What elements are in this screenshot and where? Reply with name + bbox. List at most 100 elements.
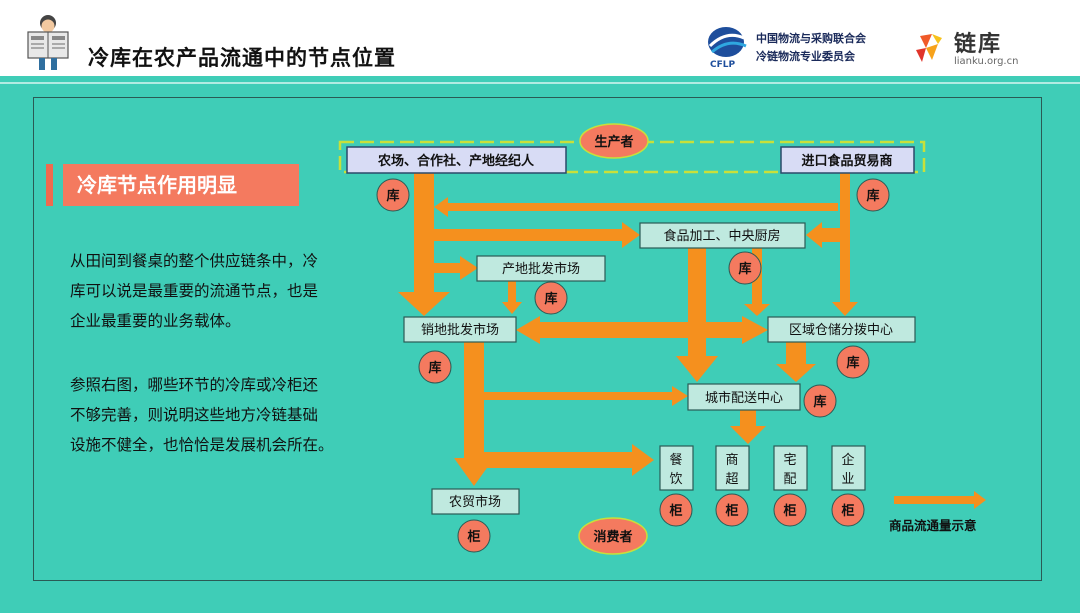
ku-processing: 库	[728, 251, 762, 285]
org-name-line1: 中国物流与采购联合会	[756, 32, 866, 45]
outlet-supermarket-char1: 商	[725, 453, 738, 468]
ku-sales-market: 库	[418, 350, 452, 384]
node-regional-dc: 区域仓储分拨中心	[767, 316, 916, 343]
ku-city-dc-label: 库	[813, 394, 826, 410]
outlet-enterprise: 企 业	[831, 445, 866, 491]
gui-home-delivery: 柜	[773, 493, 807, 527]
arrow-import-to-farm	[434, 197, 838, 217]
arrow-farm-to-sales-market	[398, 172, 450, 316]
legend-label: 商品流通量示意	[889, 518, 977, 533]
content-frame	[33, 97, 1042, 581]
gui-catering-label: 柜	[668, 503, 682, 519]
page-title: 冷库在农产品流通中的节点位置	[88, 46, 396, 70]
paragraph-2-line: 设施不健全，也恰恰是发展机会所在。	[70, 436, 334, 454]
node-origin-market: 产地批发市场	[476, 255, 606, 282]
gui-farmers-market: 柜	[457, 519, 491, 553]
arrow-sales-market-to-farmers-market	[454, 342, 494, 486]
flow-arrows	[398, 172, 986, 509]
node-processing: 食品加工、中央厨房	[639, 222, 806, 249]
ku-city-dc: 库	[803, 384, 837, 418]
gui-supermarket: 柜	[715, 493, 749, 527]
node-farm-label: 农场、合作社、产地经纪人	[377, 153, 535, 169]
node-farmers-market-label: 农贸市场	[449, 494, 501, 510]
outlet-supermarket: 商 超	[715, 445, 750, 491]
gui-supermarket-label: 柜	[724, 503, 738, 519]
paragraph-1-line: 从田间到餐桌的整个供应链条中，冷	[70, 252, 319, 270]
node-city-dc-label: 城市配送中心	[705, 390, 783, 406]
arrow-city-dc-to-outlets	[730, 410, 766, 444]
section-tag: 冷库节点作用明显	[63, 164, 299, 206]
ku-origin-market: 库	[534, 281, 568, 315]
brand-url: lianku.org.cn	[954, 56, 1019, 67]
outlet-home-delivery-char1: 宅	[783, 453, 796, 468]
consumer-label: 消费者	[593, 529, 632, 545]
outlet-home-delivery-char2: 配	[783, 472, 796, 487]
ku-regional-dc-label: 库	[846, 355, 859, 371]
node-sales-market: 销地批发市场	[403, 316, 517, 343]
ku-sales-market-label: 库	[428, 360, 441, 376]
node-origin-market-label: 产地批发市场	[502, 261, 580, 277]
newspaper-reader-icon	[27, 15, 69, 70]
arrow-import-to-processing	[806, 222, 840, 248]
paragraph-1-line: 企业最重要的业务载体。	[70, 312, 241, 330]
gui-catering: 柜	[659, 493, 693, 527]
node-farmers-market: 农贸市场	[431, 488, 520, 515]
gui-home-delivery-label: 柜	[782, 503, 796, 519]
header-divider	[0, 76, 1080, 80]
outlet-supermarket-char2: 超	[725, 472, 738, 487]
svg-text:CFLP: CFLP	[710, 60, 735, 70]
outlet-catering-char1: 餐	[669, 452, 682, 468]
outlet-catering-char2: 饮	[669, 472, 682, 487]
brand-name: 链库	[954, 32, 1003, 57]
arrow-sales-market-regional-dc	[516, 316, 768, 344]
paragraph-1-line: 库可以说是最重要的流通节点，也是	[70, 282, 319, 300]
gui-enterprise: 柜	[831, 493, 865, 527]
node-farm: 农场、合作社、产地经纪人	[346, 146, 567, 174]
ku-farm-label: 库	[386, 188, 399, 204]
tag-accent-bar	[46, 164, 53, 206]
ku-import: 库	[856, 178, 890, 212]
outlet-enterprise-char2: 业	[841, 472, 854, 487]
consumer-badge: 消费者	[578, 517, 648, 555]
paragraph-2-line: 参照右图，哪些环节的冷库或冷柜还	[70, 376, 319, 394]
node-import: 进口食品贸易商	[780, 146, 915, 174]
ku-farm: 库	[376, 178, 410, 212]
node-import-label: 进口食品贸易商	[801, 153, 892, 169]
cold-storage-markers: 库 库 库 库 库 库 库	[376, 178, 890, 418]
ku-origin-market-label: 库	[544, 291, 557, 307]
outlet-catering: 餐 饮	[659, 445, 694, 491]
arrow-import-to-regional-dc	[832, 172, 858, 316]
org-logo-block: CFLP 中国物流与采购联合会 冷链物流专业委员会	[704, 24, 894, 72]
arrow-sales-market-to-city-dc	[484, 386, 688, 406]
arrow-processing-to-city-dc	[676, 248, 718, 382]
cold-cabinet-markers: 柜 柜 柜 柜 柜	[457, 493, 865, 553]
outlet-enterprise-char1: 企	[841, 452, 854, 468]
producer-label: 生产者	[594, 134, 633, 150]
paragraph-1: 从田间到餐桌的整个供应链条中，冷 库可以说是最重要的流通节点，也是 企业最重要的…	[70, 246, 370, 336]
ku-import-label: 库	[866, 188, 879, 204]
header-bar	[0, 0, 1080, 76]
paragraph-2: 参照右图，哪些环节的冷库或冷柜还 不够完善，则说明这些地方冷链基础 设施不健全，…	[70, 370, 370, 460]
lianku-brand: 链库 lianku.org.cn	[912, 26, 1032, 72]
node-processing-label: 食品加工、中央厨房	[663, 228, 780, 244]
cflp-logo-icon: CFLP	[708, 27, 747, 70]
arrow-origin-market-to-sales	[502, 281, 522, 314]
ku-regional-dc: 库	[836, 345, 870, 379]
node-city-dc: 城市配送中心	[687, 383, 801, 411]
gui-enterprise-label: 柜	[840, 503, 854, 519]
arrow-regional-dc-to-city-dc	[776, 342, 816, 382]
arrow-farm-to-origin-market	[434, 256, 478, 280]
producer-badge: 生产者	[579, 123, 649, 159]
org-name-line2: 冷链物流专业委员会	[756, 50, 855, 63]
legend-arrow	[894, 491, 986, 509]
node-regional-dc-label: 区域仓储分拨中心	[789, 323, 893, 338]
paragraph-2-line: 不够完善，则说明这些地方冷链基础	[70, 406, 319, 424]
arrow-processing-to-regional-dc	[744, 248, 770, 316]
header-divider-thin	[0, 82, 1080, 84]
node-sales-market-label: 销地批发市场	[421, 322, 499, 338]
arrow-sales-market-to-outlets	[484, 444, 654, 476]
ku-processing-label: 库	[738, 261, 751, 277]
lianku-logo-icon	[916, 34, 942, 62]
outlet-home-delivery: 宅 配	[773, 445, 808, 491]
